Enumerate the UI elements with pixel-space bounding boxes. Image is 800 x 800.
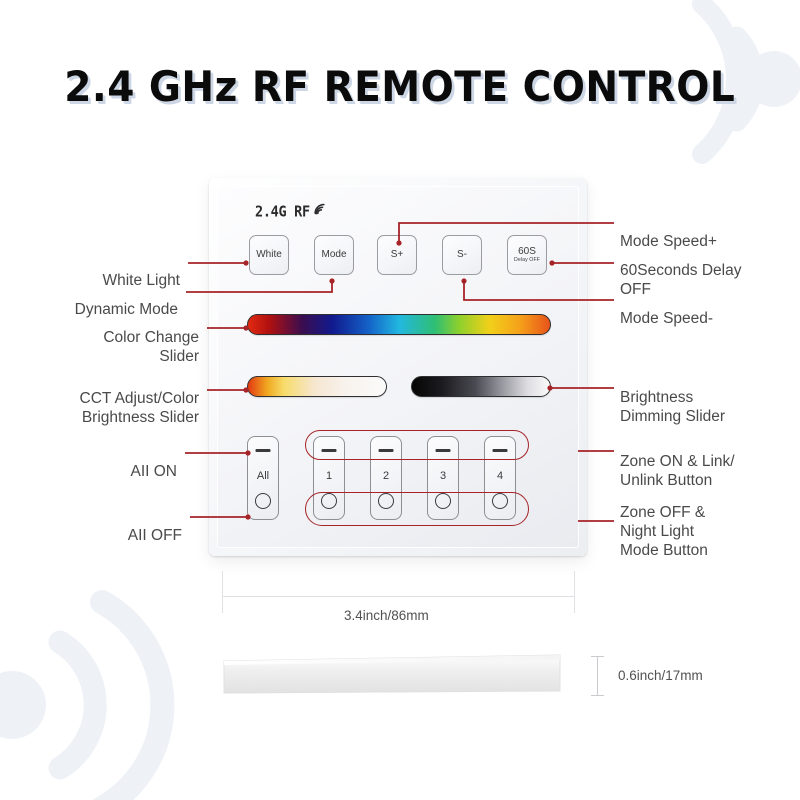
white-button[interactable]: White: [249, 235, 289, 275]
callout-mode-speed-up-text: Mode Speed+: [620, 232, 717, 250]
side-view-illustration: [223, 654, 561, 694]
callout-brightness-dimming-slider-text: Brightness Dimming Slider: [620, 388, 726, 425]
mode-button[interactable]: Mode: [314, 235, 354, 275]
speed-down-button[interactable]: S-: [442, 235, 482, 275]
callout-mode-speed-down-text: Mode Speed-: [620, 309, 714, 327]
thickness-dimension-label: 0.6inch/17mm: [618, 668, 703, 683]
all-zone-button[interactable]: All: [247, 436, 279, 520]
zone-on-icon[interactable]: [435, 449, 451, 452]
zone-off-icon[interactable]: [321, 493, 337, 509]
speed-up-button-label: S+: [390, 248, 404, 260]
brand-mark: 2.4G RF: [255, 202, 328, 221]
callout-delay-off: 60Seconds Delay OFF: [620, 243, 800, 300]
speed-up-button[interactable]: S+: [377, 235, 417, 275]
thickness-dimension-tick-bottom: [591, 695, 604, 696]
callout-mode-speed-down: Mode Speed-: [620, 291, 796, 329]
zone-button-1[interactable]: 1: [313, 436, 345, 520]
zone-label: 1: [325, 470, 333, 482]
zone-on-icon[interactable]: [378, 449, 394, 452]
zone-button-2[interactable]: 2: [370, 436, 402, 520]
delay-off-button[interactable]: 60S Delay OFF: [507, 235, 547, 275]
callout-all-on-text: AII ON: [130, 462, 177, 480]
zone-on-icon[interactable]: [492, 449, 508, 452]
delay-off-button-label: 60S: [518, 245, 536, 257]
zone-off-icon[interactable]: [492, 493, 508, 509]
top-button-row: White Mode S+ S- 60S Delay OFF: [249, 235, 551, 275]
thickness-dimension-line: [597, 656, 598, 696]
zone-off-icon[interactable]: [435, 493, 451, 509]
callout-brightness-dimming-slider: Brightness Dimming Slider: [620, 370, 798, 427]
width-dimension-tick-left: [222, 571, 223, 613]
callout-all-off: AII OFF: [20, 508, 182, 546]
callout-zone-off-night-light-text: Zone OFF & Night Light Mode Button: [620, 503, 708, 559]
zone-off-icon[interactable]: [378, 493, 394, 509]
cct-color-brightness-slider[interactable]: [247, 376, 387, 397]
callout-dynamic-mode: Dynamic Mode: [20, 282, 178, 320]
brightness-dimming-slider[interactable]: [411, 376, 551, 397]
width-dimension-line: [222, 596, 574, 597]
zone-button-area: All 1 2 3 4: [247, 430, 549, 526]
callout-zone-off-night-light: Zone OFF & Night Light Mode Button: [620, 485, 800, 561]
page-title: 2.4 GHz RF REMOTE CONTROL: [64, 62, 736, 111]
zone-button-4[interactable]: 4: [484, 436, 516, 520]
callout-white-light-text: White Light: [102, 271, 180, 289]
callout-zone-on-link: Zone ON & Link/ Unlink Button: [620, 434, 800, 491]
callout-mode-speed-up: Mode Speed+: [620, 214, 796, 252]
callout-white-light: White Light: [20, 253, 180, 291]
remote-panel: 2.4G RF White Mode S+ S-: [209, 178, 587, 556]
thickness-dimension-tick-top: [591, 656, 604, 657]
zone-on-icon[interactable]: [321, 449, 337, 452]
callout-cct-adjust-slider: CCT Adjust/Color Brightness Slider: [6, 371, 199, 428]
white-button-label: White: [256, 248, 282, 260]
callout-cct-adjust-slider-text: CCT Adjust/Color Brightness Slider: [79, 389, 199, 426]
callout-dynamic-mode-text: Dynamic Mode: [74, 300, 178, 318]
callout-delay-off-text: 60Seconds Delay OFF: [620, 261, 742, 298]
wifi-decoration-icon: [0, 590, 175, 800]
delay-off-button-sublabel: Delay OFF: [514, 257, 540, 264]
zone-label: 4: [496, 470, 504, 482]
all-zone-label: All: [256, 470, 270, 482]
mode-button-label: Mode: [321, 248, 347, 260]
rf-signal-icon: [314, 203, 325, 215]
color-change-slider[interactable]: [247, 314, 551, 335]
zone-label: 2: [382, 470, 390, 482]
callout-all-off-text: AII OFF: [127, 526, 182, 544]
callout-all-on: AII ON: [20, 444, 177, 482]
all-on-icon[interactable]: [255, 449, 271, 452]
callout-zone-on-link-text: Zone ON & Link/ Unlink Button: [620, 452, 735, 489]
speed-down-button-label: S-: [457, 248, 467, 260]
all-off-icon[interactable]: [255, 493, 271, 509]
zone-label: 3: [439, 470, 447, 482]
zone-button-3[interactable]: 3: [427, 436, 459, 520]
brand-label: 2.4G RF: [255, 202, 310, 221]
width-dimension-label: 3.4inch/86mm: [344, 608, 429, 623]
callout-color-change-slider: Color Change Slider: [20, 310, 199, 367]
callout-color-change-slider-text: Color Change Slider: [103, 328, 199, 365]
width-dimension-tick-right: [574, 571, 575, 613]
page-title-container: 2.4 GHz RF REMOTE CONTROL: [0, 62, 800, 111]
